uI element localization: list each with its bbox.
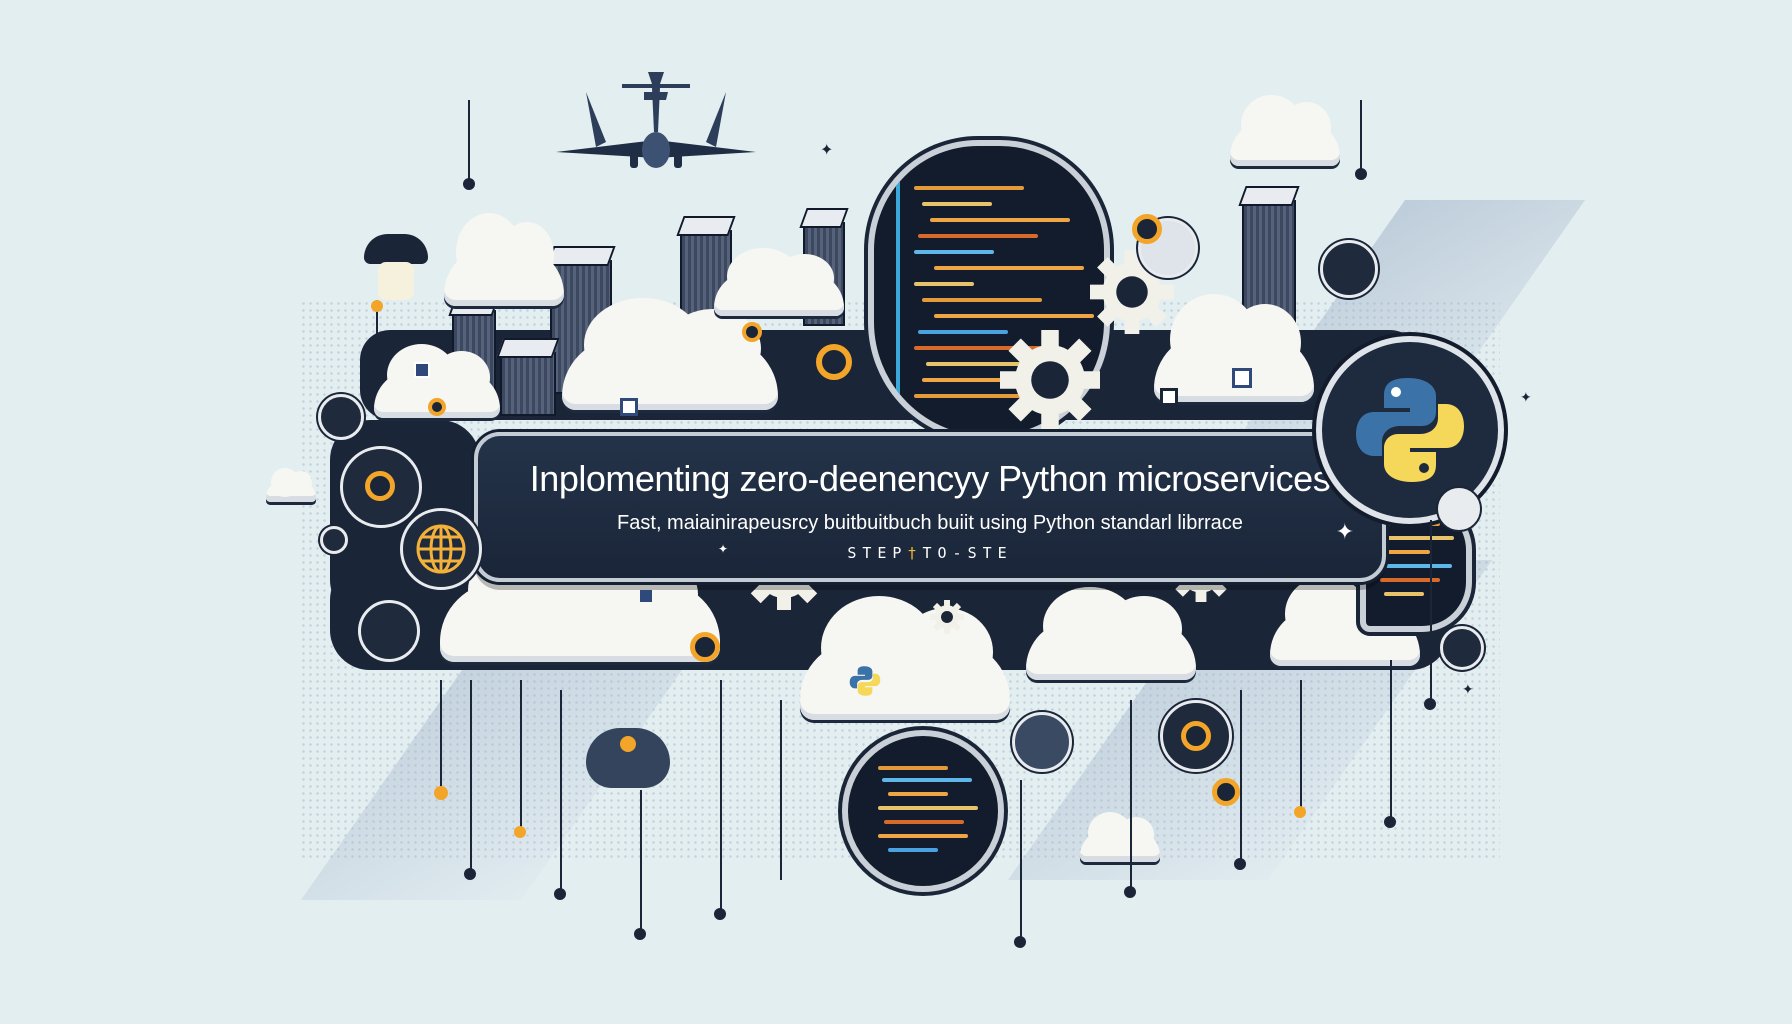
square-icon [1232, 368, 1252, 388]
cloud-icon [364, 234, 428, 264]
ring-icon [1132, 214, 1162, 244]
globe-button [400, 508, 482, 590]
lightbulb-icon [378, 262, 414, 300]
square-icon [1160, 388, 1178, 406]
ring-icon [816, 344, 852, 380]
python-logo-icon [849, 666, 881, 696]
sparkle-icon: ✦ [1520, 390, 1532, 406]
cloud-icon [586, 728, 670, 788]
title-banner: Inplomenting zero-deenencyy Python micro… [474, 432, 1386, 582]
cloud-icon [440, 538, 720, 662]
cloud-icon [800, 596, 1010, 720]
ring-icon [690, 632, 720, 662]
code-screen-icon [842, 730, 1004, 892]
ring-icon [1212, 778, 1240, 806]
sparkle-icon: ✦ [820, 140, 834, 159]
python-logo-icon [1356, 378, 1464, 482]
globe-icon [416, 524, 466, 574]
sparkle-icon: ✦ [718, 542, 729, 556]
toggle-knob-icon [1438, 488, 1480, 530]
ring-icon [428, 398, 446, 416]
square-icon [620, 398, 638, 416]
gear-icon [1090, 250, 1174, 334]
cloud-icon [444, 213, 564, 306]
page-title: Inplomenting zero-deenencyy Python micro… [529, 458, 1331, 499]
cloud-icon [714, 247, 844, 316]
dial-icon [340, 446, 422, 528]
knob-icon [1440, 626, 1484, 670]
robot-face-icon [1012, 712, 1072, 772]
cloud-icon [1154, 293, 1314, 402]
airplane-icon [556, 72, 756, 168]
knob-icon [358, 600, 420, 662]
knob-icon [320, 526, 348, 554]
cloud-icon [562, 298, 778, 410]
cloud-icon [1026, 587, 1196, 680]
cloud-icon [266, 467, 316, 502]
knob-icon [1320, 240, 1378, 298]
gear-icon [930, 600, 964, 634]
building-icon [496, 338, 560, 416]
sparkle-icon: ✦ [1462, 682, 1474, 698]
gear-icon [1000, 330, 1100, 430]
knob-icon [318, 394, 364, 440]
square-icon [414, 362, 430, 378]
cloud-icon [1080, 812, 1160, 862]
square-icon [640, 590, 652, 602]
subtitle: Fast, maiainirapeusrcy buitbuitbuch buii… [617, 512, 1243, 534]
cloud-icon [1230, 94, 1340, 166]
tagline: STEP†TO-STE [847, 544, 1013, 562]
sun-badge-icon [1160, 700, 1232, 772]
sparkle-icon: ✦ [1335, 520, 1354, 545]
ring-icon [742, 322, 762, 342]
